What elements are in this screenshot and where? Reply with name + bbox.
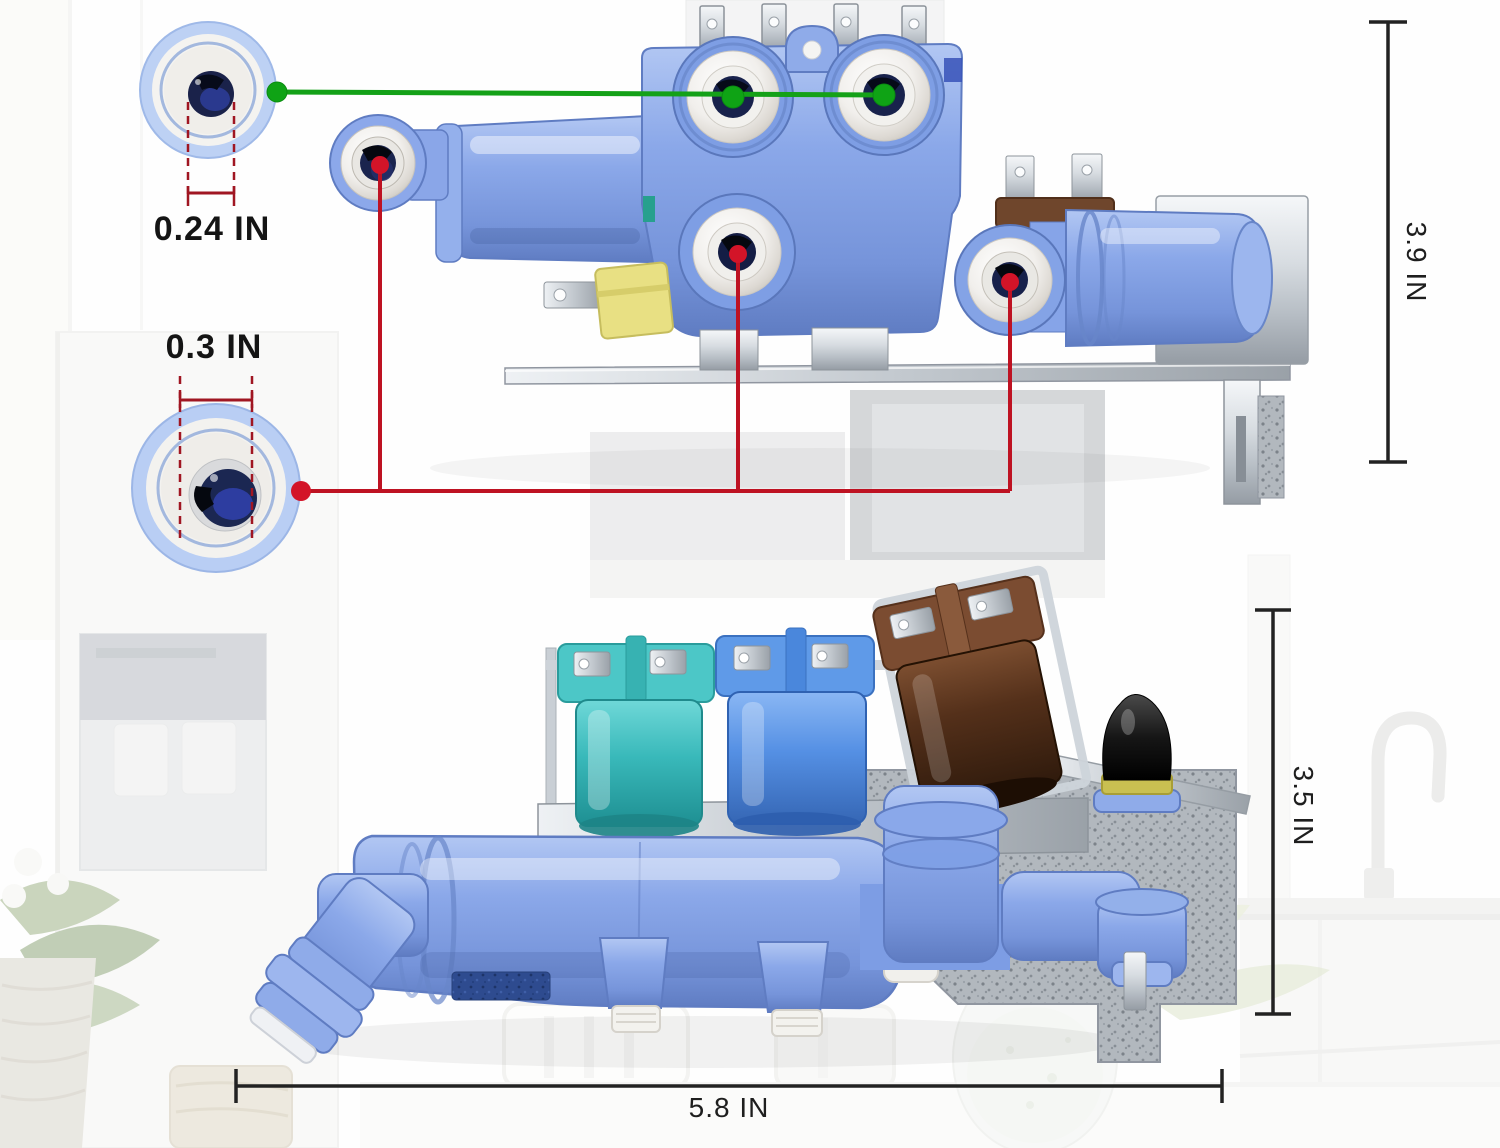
label-outlet-port-size: 0.24 IN [153, 210, 271, 248]
bg-chairs-table [360, 1002, 1500, 1148]
secondary-valve [954, 153, 1309, 365]
outlet-port-left [672, 36, 794, 158]
left-cylinder [403, 114, 662, 264]
label-inlet-port-size: 0.3 IN [165, 328, 263, 366]
black-cap [1101, 694, 1173, 795]
red-marker-dot [291, 481, 311, 501]
red-connector-lines [301, 170, 1012, 493]
bracket-clip [811, 327, 889, 371]
bg-cup [169, 1065, 293, 1148]
terminal-spade [1005, 155, 1035, 205]
bottom-outlet-port [598, 937, 670, 1033]
red-marker-dot [729, 245, 747, 263]
teal-solenoid-coil [557, 635, 715, 838]
bg-faucet-counter [1238, 554, 1500, 1148]
shadows [280, 448, 1210, 1068]
green-marker-dot [721, 85, 745, 109]
right-valve-section [860, 785, 1189, 1011]
terminal-spade [967, 588, 1014, 621]
dimension-overall-width [234, 1069, 1224, 1103]
green-connector-line [276, 89, 885, 98]
label-lower-height: 3.5 IN [1288, 765, 1319, 847]
terminal-spade [889, 606, 936, 640]
connector-lines [266, 81, 1019, 501]
inlet-elbow [249, 873, 429, 1064]
bracket-clip [699, 329, 759, 371]
green-marker-dot [266, 81, 288, 103]
terminal-spade [811, 643, 849, 669]
label-upper-height: 3.9 IN [1401, 221, 1432, 303]
bg-faucet [1371, 711, 1447, 905]
callout-port-024 [139, 21, 277, 206]
red-marker-dot [1001, 273, 1019, 291]
terminal-spade [1071, 153, 1103, 203]
terminal-spade [733, 645, 771, 671]
callout-port-03 [131, 376, 301, 573]
dimension-upper-height [1369, 20, 1407, 464]
measure-024 [186, 102, 236, 206]
red-marker-dot [371, 156, 389, 174]
terminal-spade [573, 651, 611, 677]
green-marker-dot [872, 83, 896, 107]
terminal-spade [649, 649, 687, 675]
dimension-lower-height [1255, 608, 1291, 1016]
top-valve-assembly [329, 0, 1309, 505]
measure-03 [178, 376, 254, 542]
bg-plant-pot [0, 848, 293, 1148]
blue-solenoid-coil [715, 627, 875, 836]
bottom-valve-assembly [249, 565, 1251, 1064]
terminal-spade [699, 3, 927, 55]
label-overall-width: 5.8 IN [688, 1092, 770, 1123]
dimension-lines [234, 20, 1407, 1103]
foam-gasket [451, 971, 551, 1001]
hose-clamp [1123, 951, 1147, 1011]
bottom-outlet-port [756, 941, 830, 1037]
bg-cabinets [590, 390, 1105, 598]
yellow-solenoid [543, 261, 674, 340]
